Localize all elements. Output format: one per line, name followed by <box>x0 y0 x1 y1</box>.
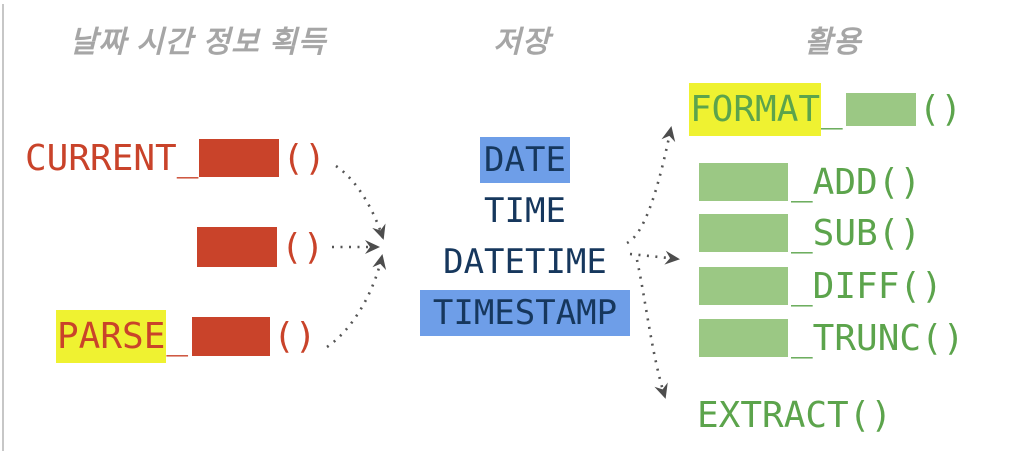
parse-placeholder-box <box>192 316 271 356</box>
parse-parens-label: () <box>273 315 317 357</box>
left-edge-line <box>2 4 4 451</box>
type-row-timestamp: TIMESTAMP <box>400 288 650 339</box>
add-function-row: _ADD() <box>699 161 921 203</box>
trunc-suffix-label: _TRUNC() <box>791 317 965 359</box>
type-datetime-label: DATETIME <box>443 242 607 282</box>
header-acquire: 날짜 시간 정보 획득 <box>69 26 327 59</box>
type-timestamp-label: TIMESTAMP <box>419 290 631 336</box>
trunc-function-row: _TRUNC() <box>699 317 964 359</box>
extract-function-row: EXTRACT() <box>697 393 892 437</box>
type-row-datetime: DATETIME <box>400 237 650 288</box>
parse-separator-label: _ <box>166 315 189 357</box>
parse-function-row: PARSE_ () <box>56 309 317 363</box>
type-time-label: TIME <box>484 191 566 231</box>
arrow-parse-to-types <box>326 254 387 349</box>
parse-highlight-label: PARSE <box>56 309 167 363</box>
current-prefix-label: CURRENT_ <box>25 137 199 179</box>
current-parens-label: () <box>282 137 326 179</box>
blank-parens-label: () <box>281 226 325 268</box>
blank-function-row: () <box>197 225 324 269</box>
sub-placeholder-box <box>699 214 788 252</box>
type-row-date: DATE <box>400 135 650 186</box>
type-row-time: TIME <box>400 186 650 237</box>
arrow-current-to-types <box>335 164 386 240</box>
diff-placeholder-box <box>699 267 788 305</box>
storage-types-list: DATE TIME DATETIME TIMESTAMP <box>400 135 650 339</box>
sub-suffix-label: _SUB() <box>791 212 922 254</box>
header-store: 저장 <box>493 26 551 59</box>
blank-placeholder-box <box>197 227 277 267</box>
format-separator-label: _ <box>821 88 843 130</box>
diff-function-row: _DIFF() <box>699 265 943 307</box>
add-placeholder-box <box>699 163 788 201</box>
current-function-row: CURRENT_ () <box>25 136 326 180</box>
trunc-placeholder-box <box>699 319 788 357</box>
current-placeholder-box <box>199 139 280 177</box>
header-use: 활용 <box>804 26 862 59</box>
format-function-row: FORMAT_ () <box>689 82 963 136</box>
format-placeholder-box <box>845 92 916 126</box>
format-parens-label: () <box>918 88 963 130</box>
extract-label: EXTRACT() <box>697 394 893 436</box>
sub-function-row: _SUB() <box>699 212 921 254</box>
add-suffix-label: _ADD() <box>791 161 922 203</box>
format-highlight-label: FORMAT <box>689 82 822 136</box>
type-date-label: DATE <box>480 137 570 183</box>
diff-suffix-label: _DIFF() <box>791 265 943 307</box>
